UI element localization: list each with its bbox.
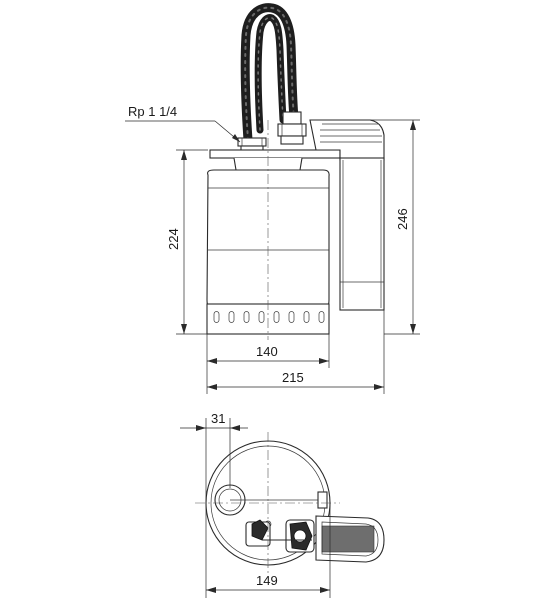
plan-handle-end [317,491,328,509]
dim-height-total: 246 [310,119,420,335]
dim-224-label: 224 [166,228,181,250]
dim-width-body: 140 [206,334,330,368]
dim-offset-outlet: 31 [180,411,248,503]
dim-width-plan: 149 [205,503,331,598]
thread-callout: Rp 1 1/4 [125,104,241,143]
plan-switch-mechanism [245,519,315,553]
plan-float-switch [315,515,385,563]
side-view: Rp 1 1/4 224 246 140 [125,3,420,394]
dim-140-label: 140 [256,344,278,359]
dim-149-label: 149 [256,573,278,588]
dim-height-pump: 224 [166,149,208,335]
power-cable [240,3,299,145]
float-switch [309,119,385,311]
strainer-slots [213,311,325,323]
discharge-outlet [237,137,267,153]
thread-label: Rp 1 1/4 [128,104,177,119]
top-plate [209,149,341,159]
dim-width-total: 215 [206,310,385,394]
dim-31-label: 31 [211,411,225,426]
plan-view: 31 149 [180,411,385,598]
dim-246-label: 246 [395,208,410,230]
cable-gland [277,111,307,145]
dim-215-label: 215 [282,370,304,385]
